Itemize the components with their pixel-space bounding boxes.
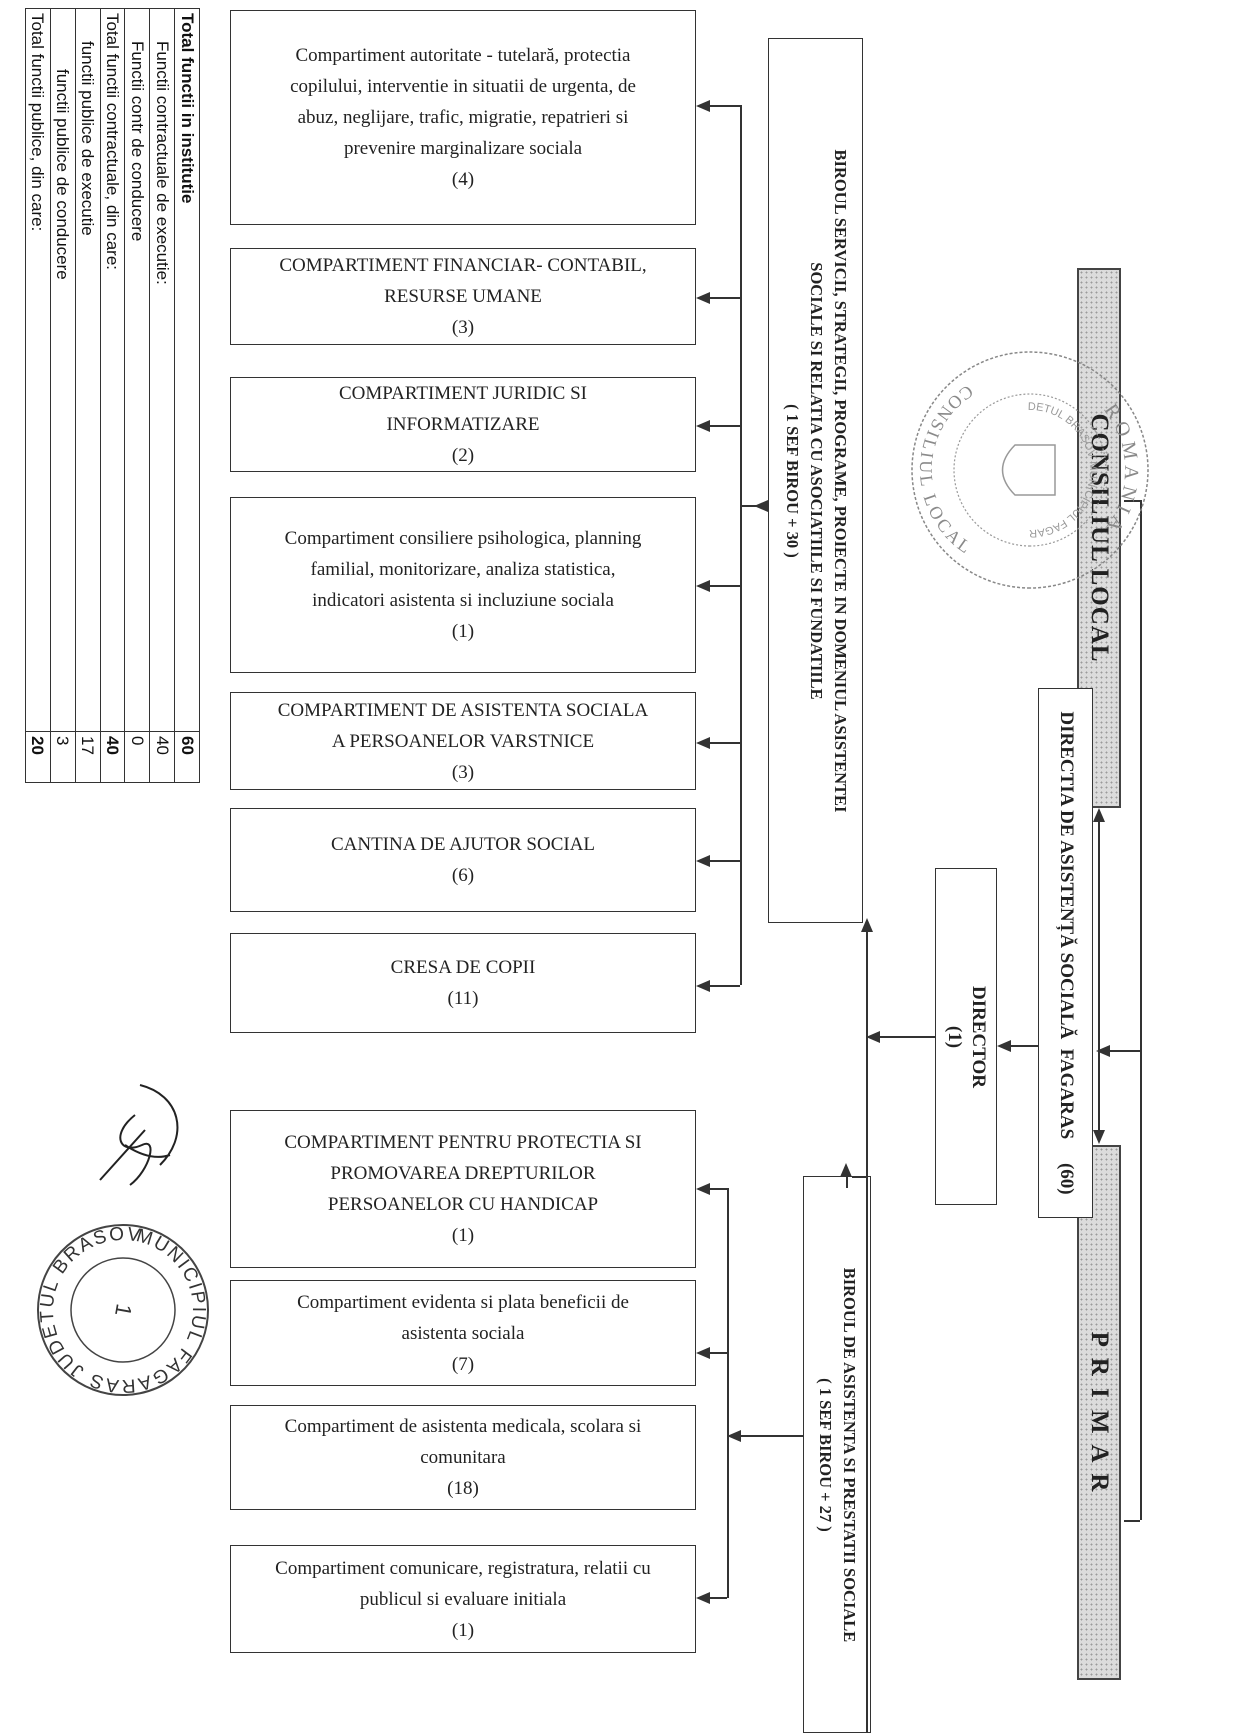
- count: (11): [447, 988, 479, 1009]
- totals-value: 40: [149, 731, 175, 783]
- services-branch-spine: [740, 105, 742, 985]
- council-stamp-inner: JUDETUL BRASOV MUNICIPIUL FAGARAS: [1028, 340, 1160, 539]
- mayor-label: P R I M A R: [1086, 1331, 1113, 1494]
- totals-value: 17: [75, 731, 101, 783]
- compartment-finance-hr: COMPARTIMENT FINANCIAR- CONTABIL, RESURS…: [230, 248, 696, 345]
- totals-label: functii publice de conducere: [50, 8, 76, 732]
- totals-value: 0: [124, 731, 150, 783]
- office-benefits-line1: BIROUL DE ASISTENTA SI PRESTATII SOCIALE: [840, 1267, 859, 1642]
- arrow-up-to-benefits-office: [840, 1163, 852, 1177]
- count: (3): [451, 761, 475, 783]
- coat-of-arms-icon: [1001, 444, 1056, 496]
- office-services-line2: SOCIALE SI RELATIA CU ASOCIATIILE SI FUN…: [806, 261, 826, 700]
- count: (4): [451, 169, 475, 190]
- directorate-count: (60): [1055, 1162, 1077, 1195]
- director-box: DIRECTOR (1): [935, 868, 997, 1205]
- svg-text:JUDETUL BRASOV MUNICIPIUL FAGA: JUDETUL BRASOV MUNICIPIUL FAGARAS: [1028, 340, 1160, 539]
- totals-label: Total functii in institutie: [174, 8, 200, 732]
- benefits-office-link: [740, 1435, 803, 1437]
- office-benefits-line2: ( 1 SEF BIROU + 27 ): [816, 1377, 835, 1532]
- totals-label: Total functii publice, din care:: [25, 8, 51, 732]
- arrow-to-directorate: [1096, 1045, 1110, 1057]
- compartment-communication: Compartiment comunicare, registratura, r…: [230, 1545, 696, 1653]
- count: (6): [451, 865, 475, 886]
- arrow-to-director: [997, 1040, 1011, 1052]
- mayor-directorate-line: [1124, 1520, 1140, 1522]
- benefits-branch-spine: [727, 1188, 729, 1598]
- totals-value: 40: [100, 731, 125, 783]
- totals-label: Functii contractuale de executie:: [149, 8, 175, 732]
- totals-row: Total functii contractuale, din care:40: [100, 8, 125, 783]
- directorate-name: DIRECTIA DE ASISTENȚĂ SOCIALĂ FAGARAS: [1055, 711, 1077, 1140]
- totals-label: functii publice de executie: [75, 8, 101, 732]
- totals-label: Total functii contractuale, din care:: [100, 8, 125, 732]
- compartment-counseling: Compartiment consiliere psihologica, pla…: [230, 497, 696, 673]
- office-benefits-box: BIROUL DE ASISTENTA SI PRESTATII SOCIALE…: [803, 1176, 871, 1733]
- signature: [99, 1084, 179, 1186]
- count: (7): [451, 1353, 475, 1375]
- count: (1): [451, 1225, 475, 1246]
- compartment-benefits-payment: Compartiment evidenta si plata beneficii…: [230, 1280, 696, 1386]
- office-services-line1: BIROUL SERVICII, STRATEGII, PROGRAME, PR…: [830, 149, 850, 812]
- compartment-nursery: CRESA DE COPII (11): [230, 933, 696, 1033]
- municipality-stamp-center: 1: [110, 1302, 137, 1318]
- compartment-child-protection: Compartiment autoritate - tutelară, prot…: [230, 10, 696, 225]
- totals-value: 3: [50, 731, 76, 783]
- municipality-stamp: MUNICIPIUL FAGARAS JUDETUL BRASOV 1: [23, 1210, 223, 1410]
- office-services-line3: ( 1 SEF BIROU + 30 ): [782, 403, 802, 558]
- council-stamp-bottom: CONSILIUL LOCAL: [916, 381, 977, 558]
- mayor-box: P R I M A R: [1077, 1145, 1121, 1680]
- count: (3): [451, 317, 475, 338]
- compartment-canteen: CANTINA DE AJUTOR SOCIAL (6): [230, 808, 696, 912]
- count: (18): [447, 1478, 479, 1499]
- count: (2): [451, 445, 475, 466]
- count: (1): [451, 1619, 475, 1641]
- totals-label: Functii contr de conducere: [124, 8, 150, 732]
- main-spine: [866, 925, 868, 1733]
- totals-row: Total functii publice, din care:20: [25, 8, 51, 783]
- totals-value: 20: [25, 731, 51, 783]
- council-mayor-connector: [1098, 815, 1100, 1138]
- totals-value: 60: [174, 731, 200, 783]
- council-directorate-line: [1124, 500, 1140, 502]
- directorate-director-line: [1010, 1045, 1038, 1047]
- council-directorate-vline: [1140, 500, 1142, 1520]
- council-stamp: ROMANIA CONSILIUL LOCAL JUDETUL BRASOV M…: [911, 340, 1160, 589]
- directorate-box: DIRECTIA DE ASISTENȚĂ SOCIALĂ FAGARAS (6…: [1038, 688, 1093, 1218]
- count: (1): [451, 621, 475, 642]
- director-title: DIRECTOR: [968, 985, 989, 1088]
- director-count: (1): [944, 1025, 965, 1048]
- compartment-elderly: COMPARTIMENT DE ASISTENTA SOCIALA A PERS…: [230, 692, 696, 790]
- arrow-up-to-council: [1093, 808, 1105, 822]
- arrow-up-to-services-office: [861, 918, 873, 932]
- compartment-legal-it: COMPARTIMENT JURIDIC SI INFORMATIZARE (2…: [230, 377, 696, 472]
- arrow-down-to-mayor: [1093, 1130, 1105, 1144]
- office-services-box: BIROUL SERVICII, STRATEGII, PROGRAME, PR…: [768, 38, 863, 923]
- arrow-to-spine: [866, 1031, 880, 1043]
- compartment-medical: Compartiment de asistenta medicala, scol…: [230, 1405, 696, 1510]
- totals-row: Functii contractuale de executie:40: [149, 8, 175, 783]
- director-spine-line: [880, 1036, 935, 1038]
- compartment-disability: COMPARTIMENT PENTRU PROTECTIA SI PROMOVA…: [230, 1110, 696, 1268]
- svg-text:CONSILIUL LOCAL: CONSILIUL LOCAL: [916, 381, 977, 558]
